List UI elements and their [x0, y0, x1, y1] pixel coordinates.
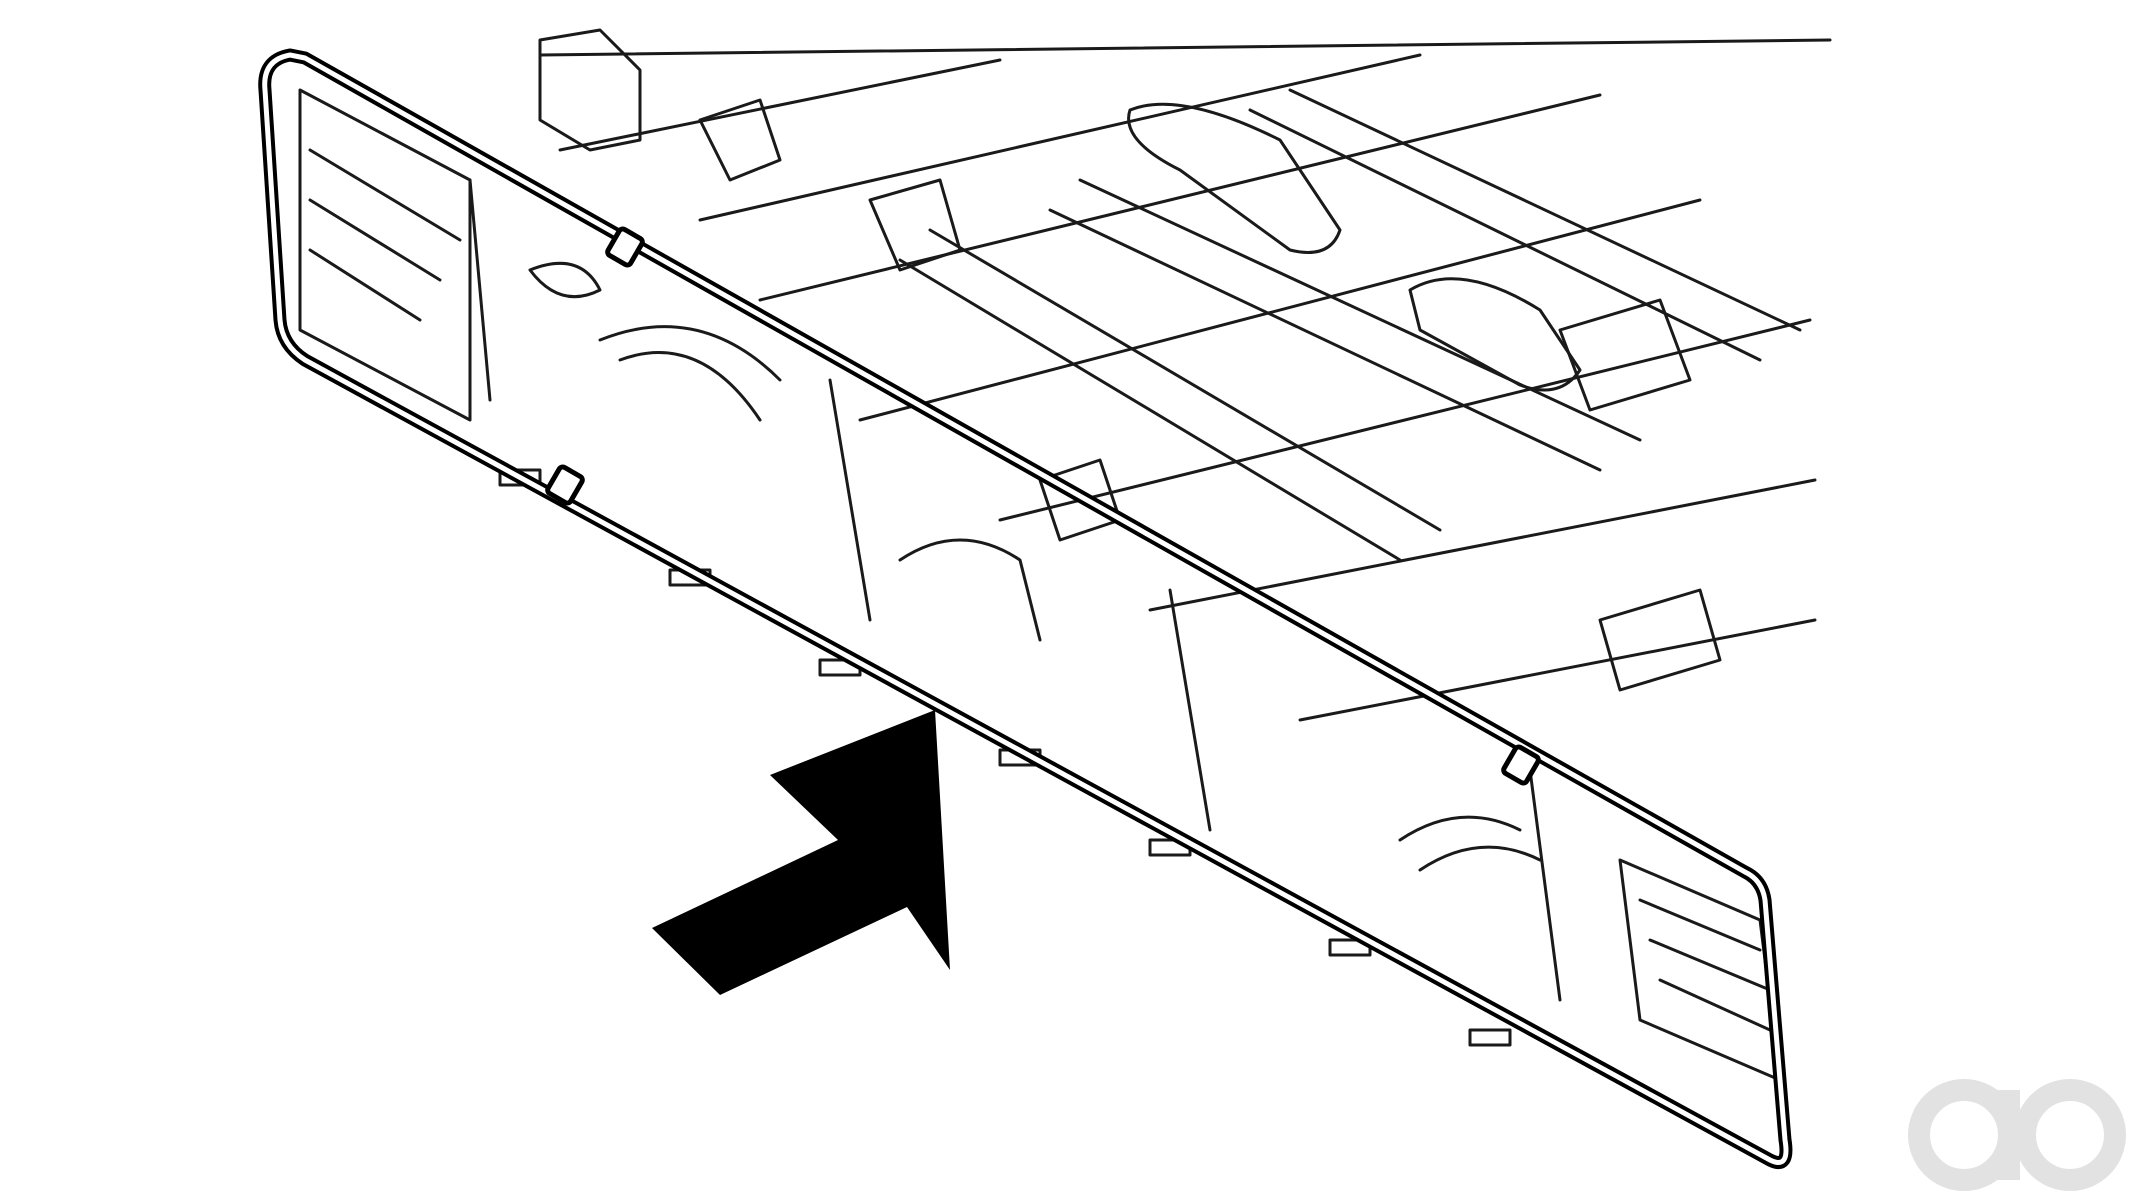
- arrow-icon: [652, 710, 950, 995]
- rail-clamp: [1501, 744, 1541, 786]
- pointer-arrow: [652, 710, 950, 995]
- logo-watermark-icon: [1908, 1079, 2126, 1191]
- rail-clamp: [605, 226, 645, 268]
- rail-clamp: [545, 464, 585, 506]
- tubular-rail: [258, 48, 1793, 1169]
- chassis-frame-lines: [298, 28, 1832, 1082]
